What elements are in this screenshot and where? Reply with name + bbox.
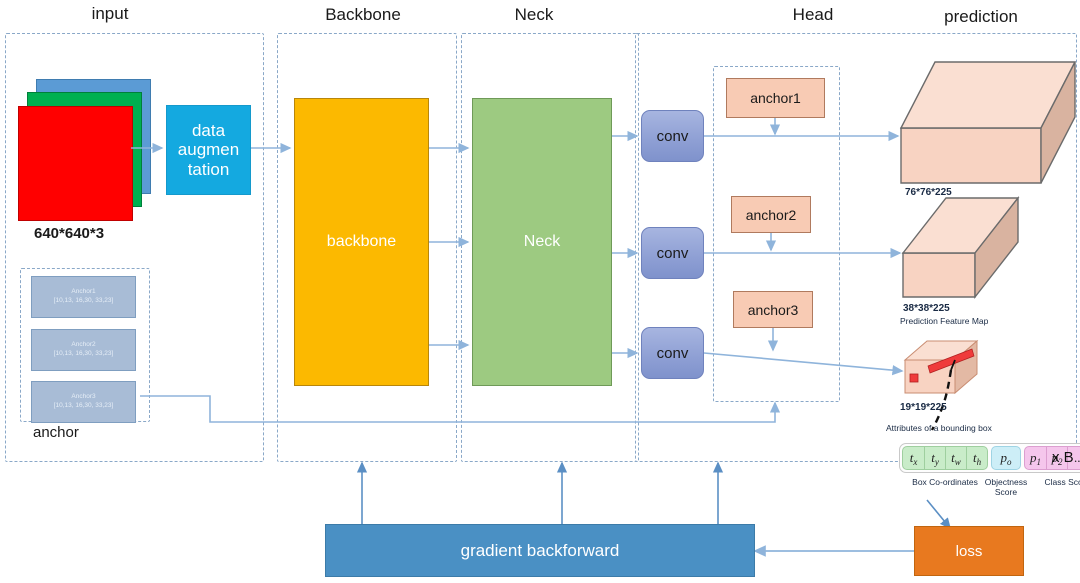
- attr-cell-th: th: [966, 447, 987, 469]
- attr-cell-p2: p2: [1046, 447, 1067, 469]
- head-conv-block-2[interactable]: conv: [641, 227, 704, 279]
- anchor-list-item-2[interactable]: Anchor2 [10,13, 16,30, 33,23]: [31, 329, 136, 371]
- anchor-list-item-1[interactable]: Anchor1 [10,13, 16,30, 33,23]: [31, 276, 136, 318]
- attr-cell-ty: ty: [924, 447, 945, 469]
- panel-neck: [461, 33, 639, 462]
- section-title-head: Head: [792, 5, 834, 24]
- bounding-box-attributes-strip: tx ty tw th po p1 p2 .... pc: [899, 443, 1080, 473]
- backbone-block[interactable]: backbone: [294, 98, 429, 386]
- anchor-group-label: anchor: [33, 424, 79, 441]
- attr-label-class-scores: Class Scores: [1044, 477, 1080, 487]
- attr-cell-tx: tx: [909, 450, 918, 467]
- head-conv-block-3[interactable]: conv: [641, 327, 704, 379]
- anchor-list-item-2-values: [10,13, 16,30, 33,23]: [53, 350, 114, 357]
- anchor-list-item-1-values: [10,13, 16,30, 33,23]: [53, 297, 114, 304]
- attr-group-objectness: po: [991, 446, 1021, 470]
- feature-map-caption-1: 76*76*225: [905, 187, 952, 198]
- attributes-title: Attributes of a bounding box: [886, 423, 992, 433]
- data-augmentation-line-3: tation: [187, 159, 230, 179]
- arrow-attributes-to-loss: [926, 499, 952, 530]
- panel-head-prediction: [635, 33, 1077, 462]
- attr-group-box-coordinates: tx ty tw th: [902, 446, 988, 470]
- feature-map-caption-2: 38*38*225: [903, 303, 950, 314]
- anchor-list-item-3-values: [10,13, 16,30, 33,23]: [53, 402, 114, 409]
- loss-block[interactable]: loss: [914, 526, 1024, 576]
- attr-cell-tw: tw: [945, 447, 966, 469]
- head-anchor-block-2[interactable]: anchor2: [731, 196, 811, 233]
- attributes-multiplier: x B: [1052, 449, 1074, 466]
- head-conv-block-1[interactable]: conv: [641, 110, 704, 162]
- head-anchor-block-3[interactable]: anchor3: [733, 291, 813, 328]
- attr-cell-p1: p1: [1030, 450, 1041, 467]
- attr-cell-ellipsis: ....: [1067, 447, 1080, 469]
- neck-block[interactable]: Neck: [472, 98, 612, 386]
- input-image-caption: 640*640*3: [34, 225, 105, 242]
- gradient-backforward-block[interactable]: gradient backforward: [325, 524, 755, 577]
- attr-label-objectness-score: Objectness Score: [984, 477, 1028, 498]
- data-augmentation-line-2: augmen: [177, 140, 240, 160]
- head-anchor-block-1[interactable]: anchor1: [726, 78, 825, 118]
- attr-cell-po: po: [1000, 450, 1012, 467]
- panel-input: [5, 33, 264, 462]
- data-augmentation-line-1: data: [191, 121, 226, 141]
- attr-group-class-scores: p1 p2 .... pc: [1024, 446, 1080, 470]
- anchor-list-item-3[interactable]: Anchor3 [10,13, 16,30, 33,23]: [31, 381, 136, 423]
- anchor-list-item-1-name: Anchor1: [71, 288, 96, 296]
- data-augmentation-block[interactable]: data augmen tation: [166, 105, 251, 195]
- section-title-prediction: prediction: [944, 7, 1018, 26]
- anchor-list-item-2-name: Anchor2: [71, 341, 96, 349]
- feature-map-caption-3: 19*19*225: [900, 402, 947, 413]
- section-title-input: input: [91, 4, 129, 23]
- feature-map-subcaption-2: Prediction Feature Map: [900, 316, 989, 326]
- input-image-red-channel: [18, 106, 133, 221]
- section-title-neck: Neck: [514, 5, 554, 24]
- attr-label-box-coordinates: Box Co-ordinates: [912, 477, 978, 487]
- section-title-backbone: Backbone: [325, 5, 401, 24]
- anchor-list-item-3-name: Anchor3: [71, 393, 96, 401]
